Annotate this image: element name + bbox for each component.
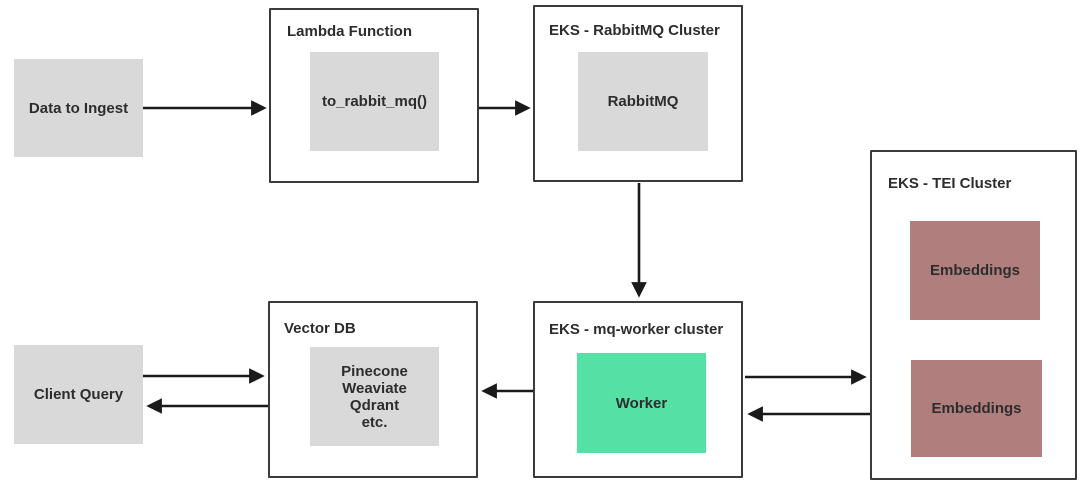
pod-embeddings-bottom: Embeddings: [911, 360, 1042, 457]
node-eks-tei-cluster: EKS - TEI Cluster Embeddings Embeddings: [870, 150, 1077, 480]
vector-db-option: Qdrant: [349, 396, 400, 414]
node-client-query: Client Query: [14, 345, 143, 444]
node-eks-mq-worker-cluster: EKS - mq-worker cluster Worker: [533, 301, 743, 478]
lambda-function-title: Lambda Function: [287, 23, 412, 40]
vector-db-option: Pinecone: [341, 362, 408, 380]
eks-mq-worker-cluster-title: EKS - mq-worker cluster: [549, 321, 724, 338]
pod-vector-db-options: Pinecone Weaviate Qdrant etc.: [310, 347, 439, 446]
node-data-to-ingest: Data to Ingest: [14, 59, 143, 157]
pod-worker: Worker: [577, 353, 706, 453]
pod-rabbitmq: RabbitMQ: [578, 52, 708, 151]
node-lambda-function: Lambda Function to_rabbit_mq(): [269, 8, 479, 183]
eks-rabbitmq-cluster-title: EKS - RabbitMQ Cluster: [549, 22, 720, 39]
vector-db-option: Weaviate: [342, 379, 407, 397]
vector-db-option: etc.: [361, 413, 388, 431]
eks-tei-cluster-title: EKS - TEI Cluster: [888, 175, 1012, 192]
node-eks-rabbitmq-cluster: EKS - RabbitMQ Cluster RabbitMQ: [533, 5, 743, 182]
vector-db-title: Vector DB: [284, 320, 356, 337]
pod-embeddings-top: Embeddings: [910, 221, 1040, 320]
pod-to-rabbit-mq: to_rabbit_mq(): [310, 52, 439, 151]
node-vector-db: Vector DB Pinecone Weaviate Qdrant etc.: [268, 301, 478, 478]
